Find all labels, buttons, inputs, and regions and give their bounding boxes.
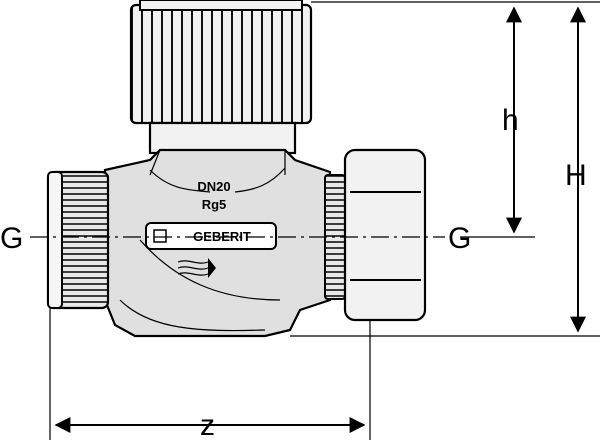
flow-direction-icon [177,258,216,278]
label-H: H [565,159,587,192]
rg-marking: Rg5 [202,197,227,212]
left-threaded-connection [46,170,110,310]
cap-top-band [139,0,303,11]
label-z: z [200,409,215,442]
label-g-right: G [448,222,471,255]
brand-label: GEBERIT [145,222,277,250]
cap-collar [148,121,297,155]
union-nut [343,148,427,322]
right-connection [324,148,427,322]
brand-logo-icon [153,229,167,243]
label-g-left: G [0,222,23,255]
dn-marking: DN20 [197,179,230,194]
left-thread-face [47,171,63,309]
valve-cap [129,0,313,155]
label-h: h [502,104,519,137]
knurled-ring [129,3,313,125]
